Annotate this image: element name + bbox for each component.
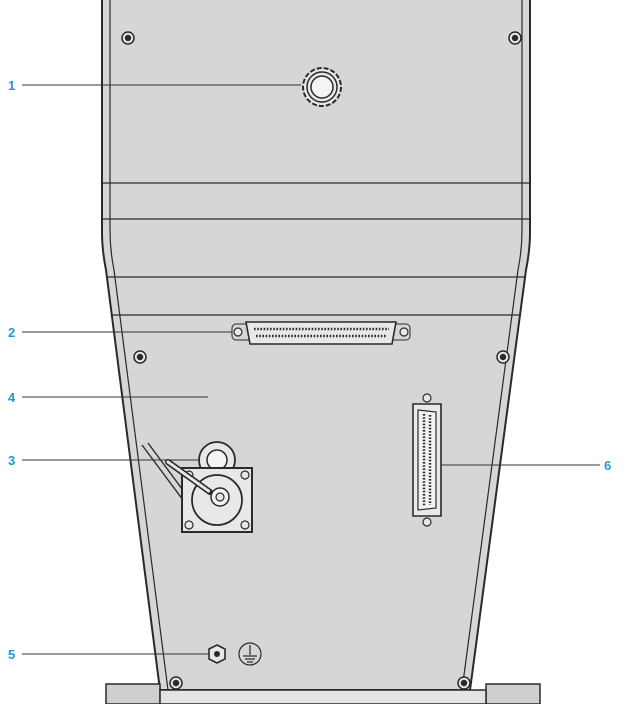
- ground-terminal-icon: [208, 644, 226, 664]
- callout-label-3: 3: [8, 453, 15, 468]
- leader-lines: [22, 84, 600, 655]
- callout-label-5: 5: [8, 647, 15, 662]
- callout-label-2: 2: [8, 325, 15, 340]
- vertical-dsub-connector-icon: [412, 393, 442, 527]
- callout-label-6: 6: [604, 458, 611, 473]
- round-connector-icon: [302, 67, 342, 107]
- callout-label-1: 1: [8, 78, 15, 93]
- base-feet: [105, 683, 541, 705]
- callout-label-4: 4: [8, 390, 16, 405]
- square-fan-connector-icon: [141, 442, 253, 533]
- panel-seams: [102, 182, 530, 316]
- protective-earth-symbol-icon: [238, 642, 262, 666]
- housing-inner-edge: [109, 0, 523, 691]
- screw-icon-group: [121, 31, 522, 690]
- horizontal-dsub-connector-icon: [231, 321, 411, 345]
